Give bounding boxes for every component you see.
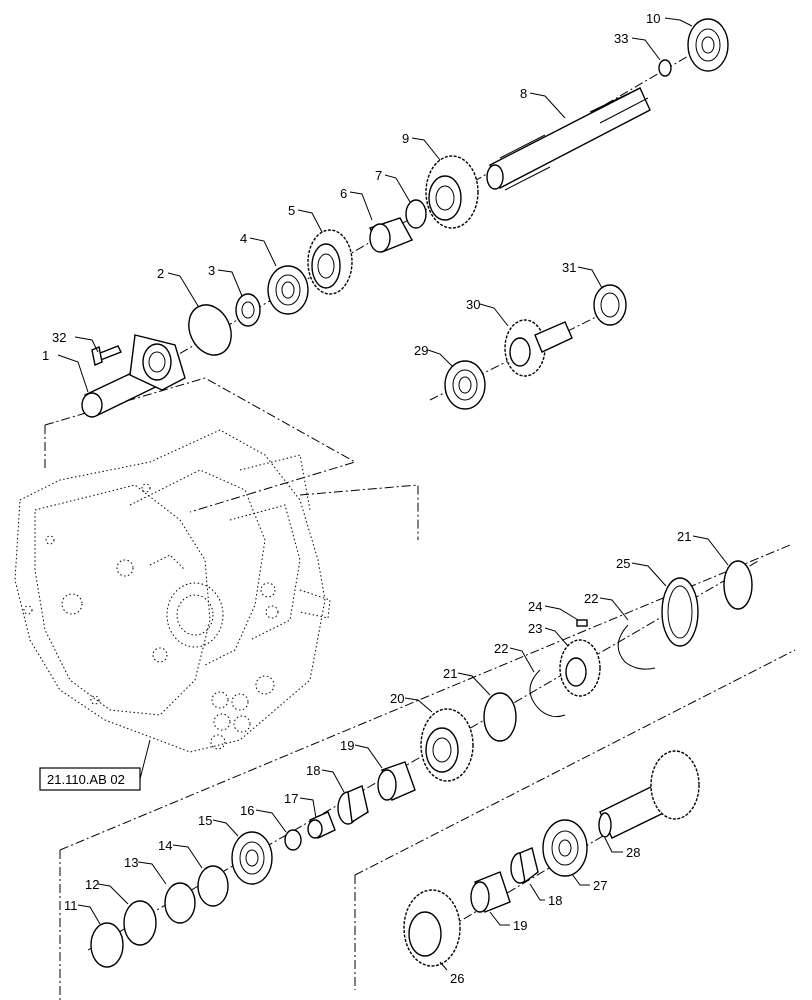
part-28-shaft [598,750,700,839]
lower-axis-line [87,559,761,951]
callout-15: 15 [198,813,212,828]
part-14-ring [197,865,229,907]
part-18-sleeve-lower [510,847,539,884]
reference-label: 21.110.AB 02 [47,772,125,787]
callout-7: 7 [375,168,382,183]
part-30-pinion-gear [504,319,573,377]
callout-29: 29 [414,343,428,358]
callout-20: 20 [390,691,404,706]
callout-leaders [57,17,729,971]
part-2-o-ring [188,304,232,356]
part-17-spacer [307,811,336,839]
callout-26: 26 [450,971,464,986]
callout-8: 8 [520,86,527,101]
part-21-ring-lower [483,692,517,742]
part-27-bearing [542,819,588,877]
reference-box[interactable]: 21.110.AB 02 [39,767,141,791]
callout-30: 30 [466,297,480,312]
callout-23: 23 [528,621,542,636]
part-22-clip-lower [529,669,566,718]
part-33-snap-ring [658,59,672,77]
part-1-sleeve [81,334,186,418]
callout-19-upper: 19 [340,738,354,753]
part-20-gear [420,708,474,782]
callout-19-lower: 19 [513,918,527,933]
part-7-snap-ring [405,199,427,229]
part-11-ring [90,922,124,968]
part-32-bolt [91,345,122,366]
part-26-gear [403,889,461,967]
part-16-snap-ring [284,829,302,851]
lower-guide-box [59,544,796,1000]
part-15-bearing [231,831,273,885]
part-12-snap-ring [123,900,157,946]
callout-6: 6 [340,186,347,201]
callout-10: 10 [646,11,660,26]
callout-33: 33 [614,31,628,46]
part-6-bushing [369,217,413,253]
callout-2: 2 [157,266,164,281]
callout-25: 25 [616,556,630,571]
callout-14: 14 [158,838,172,853]
callout-9: 9 [402,131,409,146]
callout-12: 12 [85,877,99,892]
housing-guide [299,484,419,540]
part-5-gear [307,229,353,295]
part-18-sleeve-upper [337,785,369,825]
callout-24: 24 [528,599,542,614]
callout-13: 13 [124,855,138,870]
part-31-bearing [593,284,627,326]
part-19-bushing-lower [470,871,511,913]
callout-numbers: 1 32 2 3 4 5 6 7 9 8 10 33 29 30 31 11 1… [42,11,691,986]
part-25-synchronizer [661,577,699,647]
upper-guide-box [44,377,357,513]
callout-21-upper: 21 [677,529,691,544]
reference-leader [139,739,151,780]
callout-31: 31 [562,260,576,275]
part-13-ring [164,882,196,924]
part-24-key [576,619,588,627]
callout-18-lower: 18 [548,893,562,908]
callout-11: 11 [64,898,78,913]
part-22-clip-upper [617,624,656,670]
callout-18-upper: 18 [306,763,320,778]
callout-22-upper: 22 [584,591,598,606]
callout-16: 16 [240,803,254,818]
part-8-shaft [486,87,651,191]
callout-21-lower: 21 [443,666,457,681]
transmission-housing [14,429,331,753]
callout-22-lower: 22 [494,641,508,656]
part-10-bearing [687,18,729,72]
part-4-bearing [267,265,309,315]
part-19-bushing-upper [377,761,416,801]
callout-1: 1 [42,348,49,363]
callout-27: 27 [593,878,607,893]
part-3-seal [235,293,261,327]
callout-28: 28 [626,845,640,860]
callout-3: 3 [208,263,215,278]
part-29-bearing [444,360,486,410]
callout-32: 32 [52,330,66,345]
callout-4: 4 [240,231,247,246]
callout-5: 5 [288,203,295,218]
callout-17: 17 [284,791,298,806]
part-23-gear [559,639,601,697]
part-21-ring-upper [723,560,753,610]
part-9-gear [425,155,479,229]
